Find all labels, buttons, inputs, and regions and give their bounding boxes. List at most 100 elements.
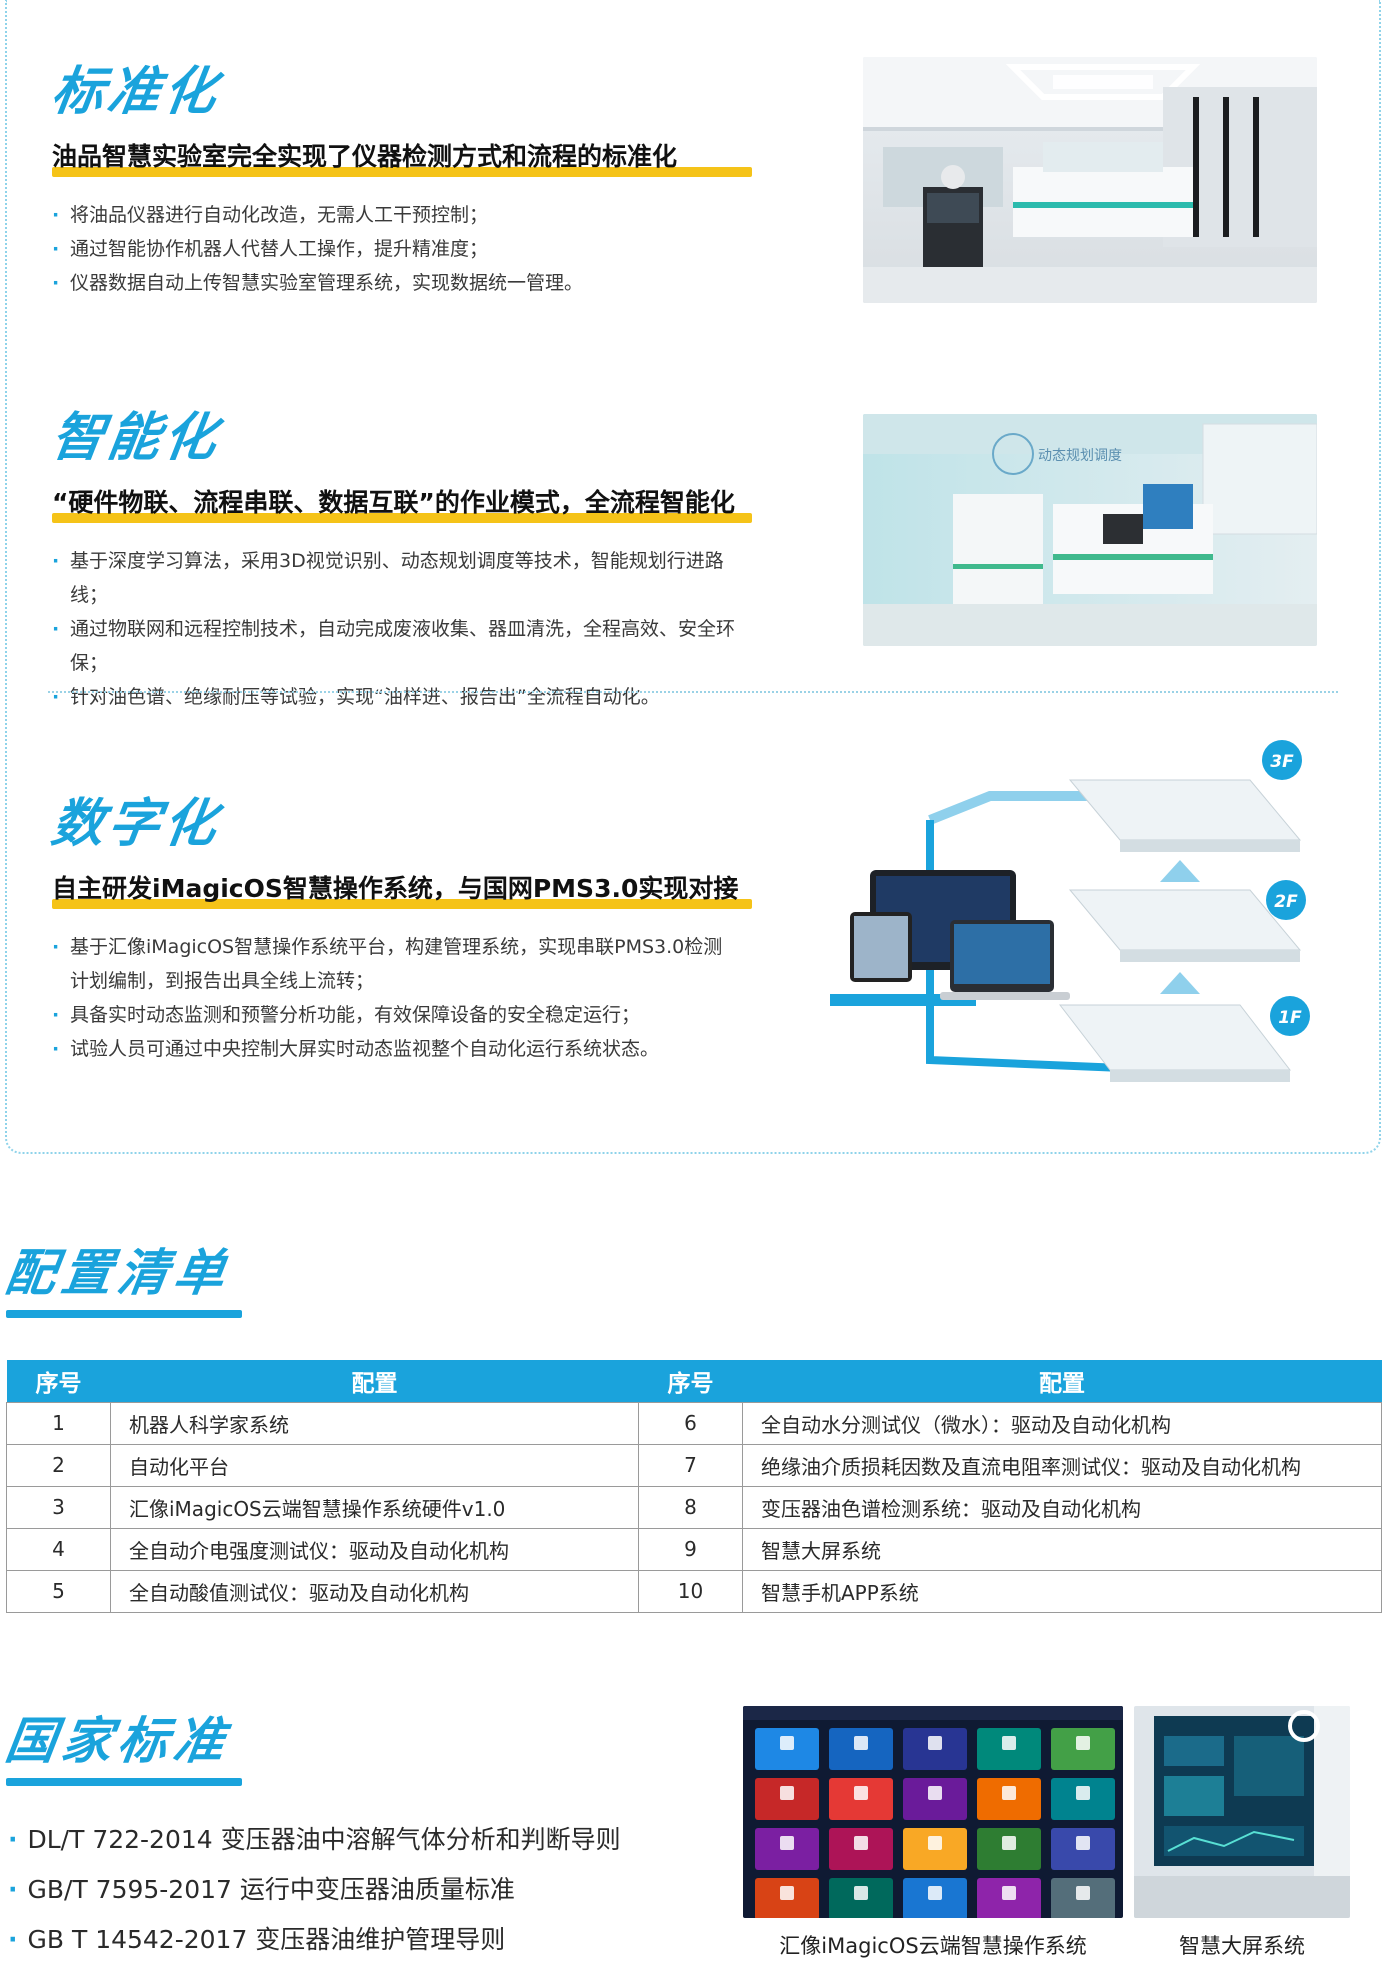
standards-heading: 国家标准 [2, 1712, 242, 1786]
os-app-icon [780, 1836, 794, 1850]
cell-config: 全自动酸值测试仪：驱动及自动化机构 [110, 1569, 639, 1613]
bigscreen-photo [1134, 1706, 1350, 1918]
section-subtitle: 油品智慧实验室完全实现了仪器检测方式和流程的标准化 [52, 142, 678, 171]
config-heading: 配置清单 [2, 1244, 242, 1318]
section-title: 数字化 [47, 794, 225, 854]
header-no: 序号 [638, 1360, 743, 1402]
os-title-bar [743, 1706, 1123, 1720]
table-row: 4 全自动介电强度测试仪：驱动及自动化机构 9 智慧大屏系统 [6, 1527, 1382, 1571]
section-subtitle-wrap: 油品智慧实验室完全实现了仪器检测方式和流程的标准化 [52, 140, 752, 178]
badge-2f: 2F [1274, 892, 1298, 912]
section-subtitle: “硬件物联、流程串联、数据互联”的作业模式，全流程智能化 [52, 488, 735, 517]
bullet-item: ·基于深度学习算法，采用3D视觉识别、动态规划调度等技术，智能规划行进路线； [52, 550, 724, 606]
badge-1f: 1F [1278, 1008, 1302, 1028]
os-screenshot [743, 1706, 1123, 1918]
bullet-item: ·通过物联网和远程控制技术，自动完成废液收集、器皿清洗，全程高效、安全环保； [52, 618, 736, 674]
bullet-item: ·仪器数据自动上传智慧实验室管理系统，实现数据统一管理。 [52, 272, 584, 294]
bullet-item: ·针对油色谱、绝缘耐压等试验，实现“油样进、报告出”全流程自动化。 [52, 686, 660, 708]
cell-config: 智慧大屏系统 [742, 1527, 1382, 1571]
os-tile-grid [743, 1706, 1123, 1918]
section-subtitle-wrap: “硬件物联、流程串联、数据互联”的作业模式，全流程智能化 [52, 486, 752, 524]
section-subtitle-wrap: 自主研发iMagicOS智慧操作系统，与国网PMS3.0实现对接 [52, 872, 752, 910]
config-table: 序号 配置 序号 配置 1 机器人科学家系统 6 全自动水分测试仪（微水）：驱动… [6, 1360, 1382, 1613]
os-app-icon [780, 1786, 794, 1800]
feature-card [5, 0, 1381, 1154]
section-standardization: 标准化 油品智慧实验室完全实现了仪器检测方式和流程的标准化 ·将油品仪器进行自动… [48, 62, 752, 300]
config-title: 配置清单 [1, 1244, 235, 1302]
highlight-bar [52, 513, 752, 523]
highlight-bar [52, 899, 752, 909]
os-app-icon [1002, 1736, 1016, 1750]
heading-bar [6, 1310, 242, 1318]
os-app-icon [1002, 1786, 1016, 1800]
os-app-icon [854, 1836, 868, 1850]
badge-3f: 3F [1270, 752, 1294, 772]
os-app-icon [1002, 1836, 1016, 1850]
os-app-icon [854, 1886, 868, 1900]
os-app-icon [1002, 1886, 1016, 1900]
cell-no: 1 [6, 1401, 111, 1445]
bullet-item: ·试验人员可通过中央控制大屏实时动态监视整个自动化运行系统状态。 [52, 1038, 660, 1060]
table-row: 1 机器人科学家系统 6 全自动水分测试仪（微水）：驱动及自动化机构 [6, 1401, 1382, 1445]
os-app-icon [1076, 1736, 1090, 1750]
cell-no: 2 [6, 1443, 111, 1487]
standard-item: ·DL/T 722-2014 变压器油中溶解气体分析和判断导则 [8, 1825, 621, 1854]
lab-photo-intelligent: 动态规划调度 [863, 414, 1317, 646]
cell-config: 机器人科学家系统 [110, 1401, 639, 1445]
os-app-icon [780, 1886, 794, 1900]
bullet-item: ·基于汇像iMagicOS智慧操作系统平台，构建管理系统，实现串联PMS3.0检… [52, 936, 723, 992]
cell-no: 4 [6, 1527, 111, 1571]
cell-config: 自动化平台 [110, 1443, 639, 1487]
table-row: 5 全自动酸值测试仪：驱动及自动化机构 10 智慧手机APP系统 [6, 1569, 1382, 1613]
cell-config: 全自动介电强度测试仪：驱动及自动化机构 [110, 1527, 639, 1571]
section-title: 智能化 [47, 408, 225, 468]
os-app-icon [1076, 1886, 1090, 1900]
cell-config: 绝缘油介质损耗因数及直流电阻率测试仪：驱动及自动化机构 [742, 1443, 1382, 1487]
os-app-icon [854, 1786, 868, 1800]
standard-item: ·GB T 14542-2017 变压器油维护管理导则 [8, 1925, 506, 1954]
cell-config: 汇像iMagicOS云端智慧操作系统硬件v1.0 [110, 1485, 639, 1529]
header-config: 配置 [110, 1360, 639, 1402]
standard-item: ·GB/T 7595-2017 运行中变压器油质量标准 [8, 1875, 515, 1904]
bullet-list: ·基于深度学习算法，采用3D视觉识别、动态规划调度等技术，智能规划行进路线； ·… [52, 544, 752, 714]
os-app-icon [854, 1736, 868, 1750]
dotted-divider [48, 691, 1338, 693]
section-subtitle: 自主研发iMagicOS智慧操作系统，与国网PMS3.0实现对接 [52, 874, 739, 903]
floor-3f [1068, 779, 1302, 852]
bullet-item: ·具备实时动态监测和预警分析功能，有效保障设备的安全稳定运行； [52, 1004, 641, 1026]
bullet-list: ·基于汇像iMagicOS智慧操作系统平台，构建管理系统，实现串联PMS3.0检… [52, 930, 752, 1066]
cell-config: 变压器油色谱检测系统：驱动及自动化机构 [742, 1485, 1382, 1529]
standards-title: 国家标准 [1, 1712, 235, 1770]
heading-bar [6, 1778, 242, 1786]
os-app-icon [1076, 1836, 1090, 1850]
header-config: 配置 [742, 1360, 1382, 1402]
table-row: 3 汇像iMagicOS云端智慧操作系统硬件v1.0 8 变压器油色谱检测系统：… [6, 1485, 1382, 1529]
section-intelligent: 智能化 “硬件物联、流程串联、数据互联”的作业模式，全流程智能化 ·基于深度学习… [48, 408, 752, 714]
os-app-icon [928, 1736, 942, 1750]
cell-no: 9 [638, 1527, 743, 1571]
bullet-list: ·将油品仪器进行自动化改造，无需人工干预控制； ·通过智能协作机器人代替人工操作… [52, 198, 752, 300]
cell-no: 10 [638, 1569, 743, 1613]
lab-photo-standardization [863, 57, 1317, 303]
os-caption: 汇像iMagicOS云端智慧操作系统 [779, 1934, 1087, 1958]
bullet-item: ·通过智能协作机器人代替人工操作，提升精准度； [52, 238, 489, 260]
bullet-item: ·将油品仪器进行自动化改造，无需人工干预控制； [52, 204, 489, 226]
table-row: 2 自动化平台 7 绝缘油介质损耗因数及直流电阻率测试仪：驱动及自动化机构 [6, 1443, 1382, 1487]
cell-config: 智慧手机APP系统 [742, 1569, 1382, 1613]
cell-config: 全自动水分测试仪（微水）：驱动及自动化机构 [742, 1401, 1382, 1445]
floor-1f [1058, 1004, 1292, 1082]
os-app-icon [928, 1786, 942, 1800]
section-title: 标准化 [47, 62, 225, 122]
os-app-icon [928, 1836, 942, 1850]
floor-2f [1068, 889, 1302, 962]
cell-no: 8 [638, 1485, 743, 1529]
os-app-icon [780, 1736, 794, 1750]
section-digital: 数字化 自主研发iMagicOS智慧操作系统，与国网PMS3.0实现对接 ·基于… [48, 794, 752, 1066]
highlight-bar [52, 167, 752, 177]
cell-no: 3 [6, 1485, 111, 1529]
table-header-row: 序号 配置 序号 配置 [6, 1360, 1382, 1402]
header-no: 序号 [6, 1360, 111, 1402]
system-diagram: 3F 2F 1F [830, 740, 1350, 1120]
screen-label: 动态规划调度 [1038, 448, 1122, 464]
cell-no: 7 [638, 1443, 743, 1487]
